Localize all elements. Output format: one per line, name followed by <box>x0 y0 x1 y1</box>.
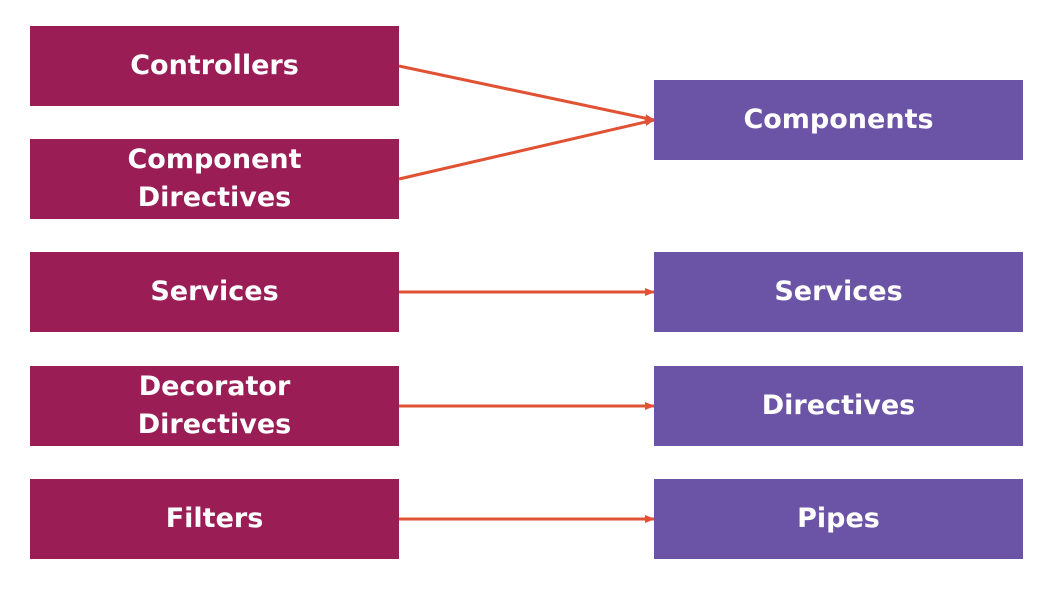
source-box-component-directives: Component Directives <box>30 139 399 219</box>
source-label-controllers: Controllers <box>130 50 299 81</box>
source-label-filters: Filters <box>165 503 264 534</box>
target-box-pipes: Pipes <box>654 479 1023 559</box>
source-label-decorator-directives: Decorator Directives <box>137 371 292 440</box>
source-box-decorator-directives: Decorator Directives <box>30 366 399 446</box>
arrow-component-directives-to-components <box>398 118 655 181</box>
target-box-directives: Directives <box>654 366 1023 446</box>
target-label-directives: Directives <box>761 390 916 421</box>
target-box-services: Services <box>654 252 1023 332</box>
source-box-services: Services <box>30 252 399 332</box>
target-label-components: Components <box>743 104 934 135</box>
target-box-components: Components <box>654 80 1023 160</box>
source-box-filters: Filters <box>30 479 399 559</box>
source-label-component-directives: Component Directives <box>127 144 302 213</box>
source-box-controllers: Controllers <box>30 26 399 106</box>
target-label-services: Services <box>774 276 903 307</box>
source-label-services: Services <box>150 276 279 307</box>
target-label-pipes: Pipes <box>797 503 880 534</box>
arrow-controllers-to-components <box>398 64 655 123</box>
